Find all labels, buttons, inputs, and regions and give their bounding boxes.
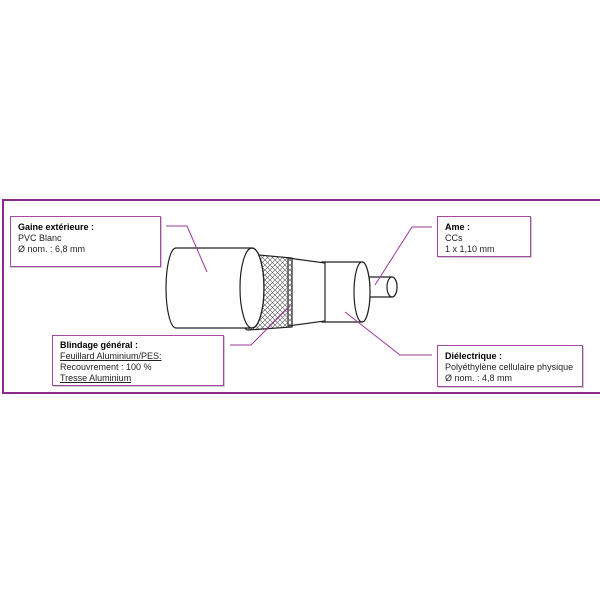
diagram-frame (2, 199, 600, 394)
label-line: Tresse Aluminium (60, 373, 132, 383)
label-line: Ø nom. : 4,8 mm (445, 373, 513, 383)
label-line: Ø nom. : 6,8 mm (18, 244, 86, 254)
leader-dielectrique (344, 311, 432, 356)
label-line: Polyéthylène cellulaire physique (445, 362, 574, 372)
label-dielectrique: Diélectrique : Polyéthylène cellulaire p… (437, 345, 583, 387)
conductor (364, 276, 398, 298)
label-title: Blindage général : (60, 340, 139, 350)
leader-blindage (230, 305, 291, 346)
label-line: Feuillard Aluminium/PES: (60, 351, 162, 361)
label-ame: Ame : CCs 1 x 1,10 mm (437, 216, 531, 257)
label-line: Recouvrement : 100 % (60, 362, 152, 372)
label-gaine-exterieure: Gaine extérieure : PVC Blanc Ø nom. : 6,… (10, 216, 161, 267)
label-title: Ame : (445, 222, 471, 232)
foil (287, 257, 326, 327)
leader-gaine (166, 225, 208, 273)
label-line: 1 x 1,10 mm (445, 244, 495, 254)
label-title: Gaine extérieure : (18, 222, 95, 232)
outer-jacket (165, 247, 265, 329)
dielectric (321, 261, 371, 323)
label-title: Diélectrique : (445, 351, 503, 361)
label-line: CCs (445, 233, 463, 243)
leader-ame (374, 226, 432, 286)
label-blindage-general: Blindage général : Feuillard Aluminium/P… (52, 335, 224, 386)
label-line: PVC Blanc (18, 233, 62, 243)
